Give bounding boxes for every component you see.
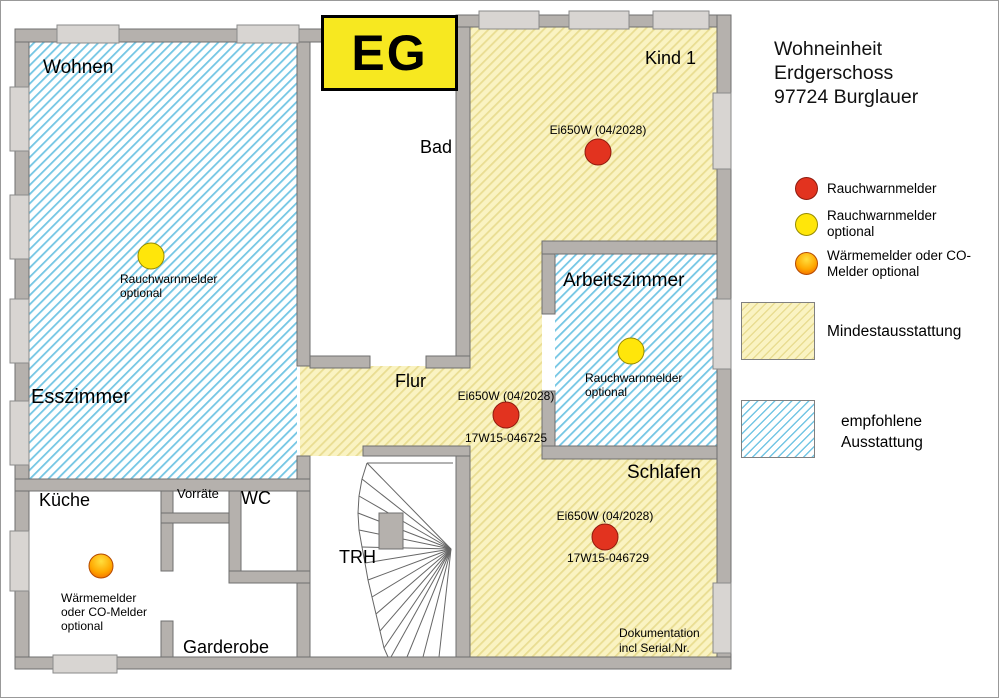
window	[9, 400, 30, 466]
window	[652, 10, 710, 30]
wall-bad-bottom-right	[425, 355, 471, 369]
wall-wc-bottom	[228, 570, 311, 584]
room-label-trh: TRH	[339, 547, 376, 567]
legend-recommended-label: empfohlene Ausstattung	[841, 411, 923, 453]
smoke-detector-optional-arbeitszimmer	[617, 337, 645, 365]
room-labels: Wohnen Esszimmer Küche Vorräte WC Garder…	[31, 48, 701, 657]
window	[9, 194, 30, 260]
window	[52, 654, 118, 674]
detector-label: optional	[585, 385, 627, 399]
room-label-wc: WC	[241, 488, 271, 508]
smoke-detector-kind1	[584, 138, 612, 166]
stair-pillar	[378, 512, 404, 550]
window	[9, 298, 30, 364]
smoke-detector-schlafen	[591, 523, 619, 551]
legend-heat-detector-icon	[795, 252, 818, 275]
wall-kueche-right-lower	[160, 620, 174, 658]
room-label-kind1: Kind 1	[645, 48, 696, 68]
smoke-detector-optional-esszimmer	[137, 242, 165, 270]
legend-smoke-optional-icon	[795, 213, 818, 236]
room-label-wohnen: Wohnen	[43, 57, 113, 78]
heat-detector-kueche	[88, 553, 114, 579]
room-label-garderobe: Garderobe	[183, 637, 269, 657]
unit-header-line: 97724 Burglauer	[774, 86, 919, 108]
windows	[9, 10, 732, 674]
detector-label: Wärmemelder	[61, 591, 136, 605]
legend-line: optional	[827, 224, 875, 239]
legend-recommended-swatch	[741, 400, 815, 458]
legend-smoke-detector-icon	[795, 177, 818, 200]
wall-bad-bottom-left	[309, 355, 371, 369]
room-label-kueche: Küche	[39, 490, 90, 510]
detector-label: oder CO-Melder	[61, 605, 147, 619]
wall-outer-bottom	[14, 656, 732, 670]
room-label-schlafen: Schlafen	[627, 462, 701, 483]
detector-model-label: Ei650W (04/2028)	[557, 509, 654, 523]
room-label-esszimmer: Esszimmer	[31, 386, 130, 408]
window	[9, 530, 30, 592]
legend-smoke-optional-label: Rauchwarnmelder optional	[827, 208, 937, 240]
smoke-detector-flur	[492, 401, 520, 429]
window	[56, 24, 120, 44]
window	[712, 298, 732, 370]
window	[9, 86, 30, 152]
legend-smoke-label: Rauchwarnmelder	[827, 181, 937, 196]
legend-line: Rauchwarnmelder	[827, 208, 937, 223]
room-fills	[29, 27, 717, 657]
window	[236, 24, 300, 44]
documentation-note: Dokumentation	[619, 626, 700, 640]
detector-label: Rauchwarnmelder	[120, 272, 217, 286]
legend-line: empfohlene	[841, 413, 923, 430]
wall-vorraete-wc-divider	[228, 490, 242, 582]
window	[568, 10, 630, 30]
detector-label: Rauchwarnmelder	[585, 371, 682, 385]
detector-serial-label: 17W15-046725	[465, 431, 547, 445]
window	[712, 582, 732, 654]
room-label-arbeitszimmer: Arbeitszimmer	[563, 270, 685, 291]
room-label-flur: Flur	[395, 371, 426, 391]
legend-heat-optional-label: Wärmemelder oder CO- Melder optional	[827, 248, 971, 280]
legend-line: Ausstattung	[841, 434, 923, 451]
unit-header-line: Wohneinheit	[774, 38, 883, 60]
room-schlafen-area	[470, 456, 717, 657]
wall-wohnen-right-upper	[296, 41, 311, 367]
room-kind1-area	[470, 27, 717, 241]
wall-kind1-bottom	[541, 240, 718, 255]
documentation-note: incl Serial.Nr.	[619, 641, 690, 655]
wall-mid-column-lower	[455, 455, 471, 658]
wall-kueche-right-upper	[160, 490, 174, 572]
wall-corridor-divider-upper	[541, 253, 556, 315]
wall-wohnen-right-lower	[296, 455, 311, 658]
detector-label: optional	[61, 619, 103, 633]
legend-line: Wärmemelder oder CO-	[827, 248, 972, 263]
floor-code-label: EG	[351, 25, 428, 81]
legend-min-equipment-label: Mindestausstattung	[827, 323, 962, 340]
detector-model-label: Ei650W (04/2028)	[458, 389, 555, 403]
floor-code-box: EG	[321, 15, 458, 91]
detector-serial-label: 17W15-046729	[567, 551, 649, 565]
wall-arbeitszimmer-bottom	[541, 445, 718, 460]
window	[712, 92, 732, 170]
unit-header-line: Erdgerschoss	[774, 62, 894, 84]
window	[478, 10, 540, 30]
room-label-vorraete: Vorräte	[177, 486, 219, 501]
unit-header: Wohneinheit Erdgerschoss 97724 Burglauer	[774, 37, 918, 109]
staircase	[357, 462, 453, 658]
legend-line: Melder optional	[827, 264, 920, 279]
detectors: Rauchwarnmelder optional Ei650W (04/2028…	[61, 123, 700, 655]
detector-label: optional	[120, 286, 162, 300]
detector-model-label: Ei650W (04/2028)	[550, 123, 647, 137]
wall-mid-column-upper	[455, 26, 471, 367]
legend-min-equipment-swatch	[741, 302, 815, 360]
wall-flur-trh-divider	[362, 445, 471, 457]
room-label-bad: Bad	[420, 137, 452, 157]
